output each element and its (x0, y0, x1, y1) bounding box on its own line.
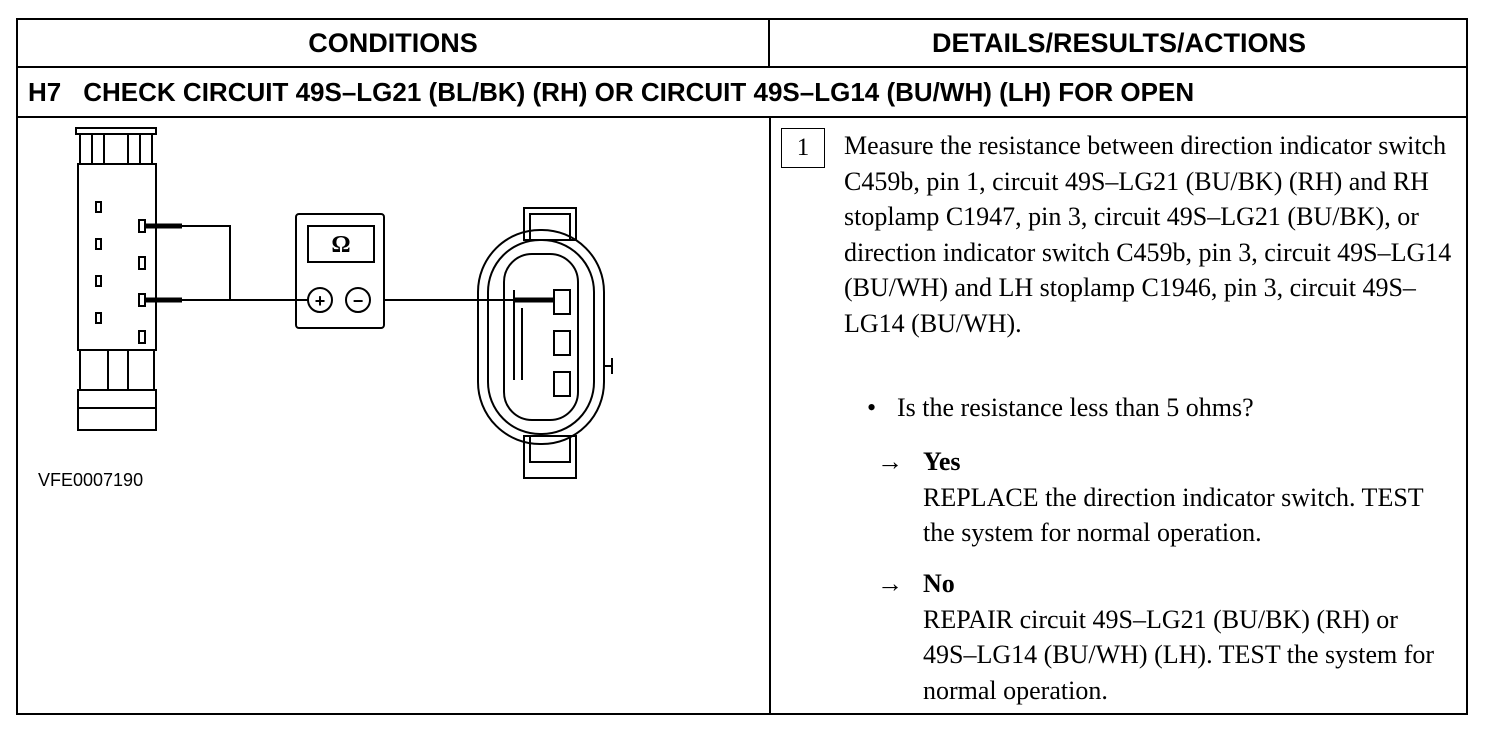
diagnostic-table: CONDITIONS DETAILS/RESULTS/ACTIONS H7 CH… (16, 18, 1468, 715)
question: • Is the resistance less than 5 ohms? (867, 390, 1457, 426)
ohm-symbol: Ω (331, 232, 350, 258)
arrow-icon: → (877, 569, 903, 598)
minus-terminal-label: − (353, 291, 364, 311)
step-id: H7 (28, 76, 62, 107)
step-title-row: H7 CHECK CIRCUIT 49S–LG21 (BL/BK) (RH) O… (18, 68, 1466, 118)
answer-no: → No REPAIR circuit 49S–LG21 (BU/BK) (RH)… (877, 566, 1457, 708)
answer-yes: → Yes REPLACE the direction indicator swi… (877, 444, 1457, 551)
conditions-diagram: Ω + − VFE0007190 (18, 118, 769, 715)
wiring-diagram: Ω + − (75, 127, 613, 479)
details-column-header: DETAILS/RESULTS/ACTIONS (931, 27, 1306, 58)
yes-label: Yes (923, 447, 961, 476)
stoplamp-connector-icon (477, 207, 613, 479)
question-text: Is the resistance less than 5 ohms? (897, 393, 1254, 422)
no-action: REPAIR circuit 49S–LG21 (BU/BK) (RH) or … (923, 604, 1435, 705)
step-title: CHECK CIRCUIT 49S–LG21 (BL/BK) (RH) OR C… (83, 76, 1195, 107)
table-header-row: CONDITIONS DETAILS/RESULTS/ACTIONS (18, 20, 1466, 68)
instruction-text: Measure the resistance between direction… (844, 131, 1452, 338)
direction-indicator-switch-connector-icon (75, 127, 157, 431)
plus-terminal-label: + (315, 291, 326, 311)
column-divider (769, 118, 771, 715)
ohmmeter-icon (295, 213, 385, 329)
step-number-box: 1 (781, 128, 825, 168)
no-label: No (923, 569, 955, 598)
yes-action: REPLACE the direction indicator switch. … (923, 482, 1424, 548)
conditions-column-header: CONDITIONS (18, 20, 770, 66)
bullet-icon: • (867, 393, 877, 422)
figure-id: VFE0007190 (38, 470, 144, 490)
arrow-icon: → (877, 447, 903, 476)
details-panel: 1 Measure the resistance between directi… (771, 118, 1468, 715)
